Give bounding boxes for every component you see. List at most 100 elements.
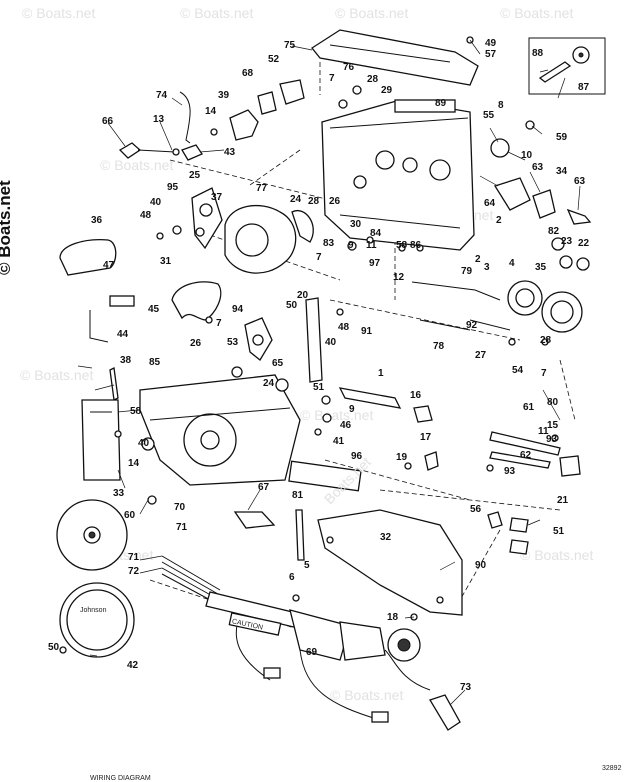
part-39-switch xyxy=(229,109,259,141)
callout-11: 11 xyxy=(538,426,549,437)
watermark-tile: © Boats.net xyxy=(520,547,593,563)
callout-24: 24 xyxy=(290,194,302,205)
callout-11: 11 xyxy=(366,240,377,251)
callout-9: 9 xyxy=(349,404,355,415)
callout-8: 8 xyxy=(498,100,504,111)
callout-90: 90 xyxy=(475,560,487,571)
part-61-rod xyxy=(489,431,561,456)
part-79-rod xyxy=(411,281,501,301)
part-52-switch xyxy=(279,79,305,105)
callout-51: 51 xyxy=(553,526,565,537)
watermark-main: © Boats.net xyxy=(0,180,14,275)
inset-box-87-88 xyxy=(528,37,606,95)
callout-28: 28 xyxy=(540,335,552,346)
callout-32: 32 xyxy=(380,532,392,543)
callout-26: 26 xyxy=(190,338,202,349)
part-38-spring xyxy=(109,367,119,401)
part-68-bracket xyxy=(257,91,277,115)
watermark-tile: © Boats.net xyxy=(330,687,403,703)
callout-63: 63 xyxy=(574,176,586,187)
callout-35: 35 xyxy=(535,262,547,273)
callout-97: 97 xyxy=(369,258,381,269)
callout-17: 17 xyxy=(420,432,432,443)
part-82-nut xyxy=(551,237,565,251)
callout-85: 85 xyxy=(149,357,161,368)
part-78-link xyxy=(419,319,471,331)
callout-4: 4 xyxy=(509,258,515,269)
watermark-tile: © Boats.net xyxy=(335,5,408,21)
part-67-handle-grip xyxy=(233,511,276,529)
callout-7: 7 xyxy=(541,368,547,379)
part-70-wire-bundle xyxy=(161,555,221,603)
callout-59: 59 xyxy=(556,132,568,143)
callout-76: 76 xyxy=(343,62,355,73)
callout-48: 48 xyxy=(140,210,152,221)
callout-46: 46 xyxy=(340,420,352,431)
callout-2: 2 xyxy=(475,254,481,265)
callout-65: 65 xyxy=(272,358,284,369)
watermark-tile: © Boats.net xyxy=(300,407,373,423)
callout-30: 30 xyxy=(350,219,362,230)
callout-51: 51 xyxy=(313,382,325,393)
callout-3: 3 xyxy=(484,262,490,273)
part-69-wiring-harness: CAUTION xyxy=(205,591,431,723)
callout-26: 26 xyxy=(329,196,341,207)
part-95-lever xyxy=(191,187,223,250)
callout-93: 93 xyxy=(546,434,558,445)
part-31-lever-plate xyxy=(171,281,222,321)
part-42-decal-disc: Johnson xyxy=(59,582,135,658)
part-55-washer xyxy=(490,138,510,158)
callout-77: 77 xyxy=(256,183,268,194)
callout-63: 63 xyxy=(532,162,544,173)
callout-20: 20 xyxy=(297,290,309,301)
callout-88: 88 xyxy=(532,48,544,59)
callout-33: 33 xyxy=(113,488,125,499)
callout-48: 48 xyxy=(338,322,350,333)
part-73-plug xyxy=(429,694,461,731)
part-62-rod xyxy=(489,451,551,469)
callout-66: 66 xyxy=(102,116,114,127)
callout-28: 28 xyxy=(367,74,379,85)
callout-12: 12 xyxy=(393,272,405,283)
callout-44: 44 xyxy=(117,329,129,340)
callout-5: 5 xyxy=(304,560,310,571)
callout-41: 41 xyxy=(333,436,345,447)
callout-37: 37 xyxy=(211,192,223,203)
callout-70: 70 xyxy=(174,502,186,513)
callout-57: 57 xyxy=(485,49,497,60)
leader-lines xyxy=(77,39,581,706)
watermark-tile: © Boats.net xyxy=(500,5,573,21)
part-34-bracket xyxy=(532,189,556,219)
callout-83: 83 xyxy=(323,238,335,249)
callout-82: 82 xyxy=(548,226,560,237)
callout-68: 68 xyxy=(242,68,254,79)
callout-27: 27 xyxy=(475,350,487,361)
callout-49: 49 xyxy=(485,38,497,49)
figure-number: 32892 xyxy=(602,765,622,772)
callout-58: 58 xyxy=(396,240,408,251)
callout-54: 54 xyxy=(512,365,524,376)
callout-84: 84 xyxy=(370,228,382,239)
part-63-key-switch xyxy=(494,177,531,211)
callout-7: 7 xyxy=(316,252,322,263)
callout-80: 80 xyxy=(547,397,559,408)
callout-79: 79 xyxy=(461,266,473,277)
callout-64: 64 xyxy=(484,198,496,209)
part-20-link-bar xyxy=(305,297,323,383)
callout-34: 34 xyxy=(556,166,568,177)
part-63-key xyxy=(566,208,592,225)
callout-56: 56 xyxy=(470,504,482,515)
callout-89: 89 xyxy=(435,98,447,109)
callout-16: 16 xyxy=(410,390,422,401)
callout-94: 94 xyxy=(232,304,244,315)
part-17-clip xyxy=(424,451,439,471)
callout-36: 36 xyxy=(91,215,103,226)
part-94-shift-lever xyxy=(244,317,273,361)
watermark-tile: © Boats.net xyxy=(22,5,95,21)
callout-78: 78 xyxy=(433,341,445,352)
part-89-control-housing xyxy=(321,99,475,251)
part-75-top-cover xyxy=(311,29,479,86)
callout-43: 43 xyxy=(224,147,236,158)
watermark-tile: © Boats.net xyxy=(100,157,173,173)
